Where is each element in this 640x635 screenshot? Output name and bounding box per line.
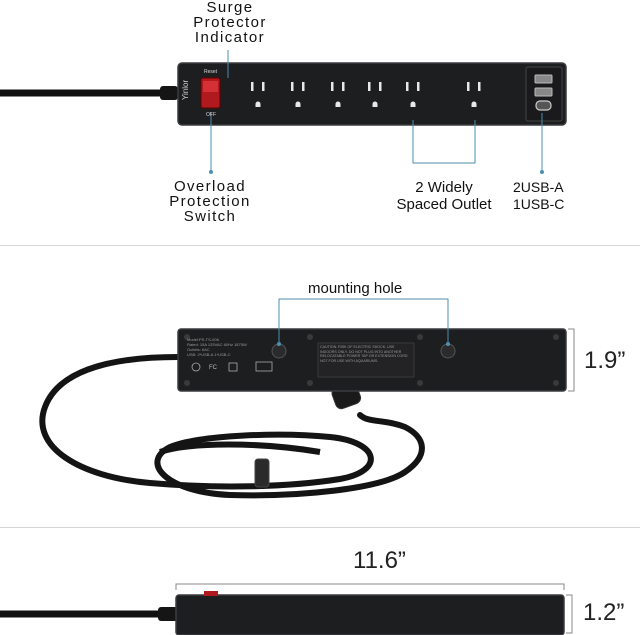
- strip-brand-logo: Yinlor: [181, 79, 190, 100]
- cert-mark-3: [228, 362, 238, 372]
- back-spec-text: Model:PS-TS-006 Rated: 15A 125VAC 60Hz 1…: [187, 337, 247, 357]
- height-dimension: 1.9”: [584, 347, 626, 374]
- ac-outlet: [406, 82, 420, 107]
- mounting-hole-leader: [278, 298, 449, 344]
- power-strip-side-body: [175, 594, 565, 635]
- overload-leader-dot: [209, 170, 213, 174]
- overload-label-line-1: Overload: [173, 178, 247, 195]
- power-strip-body: [177, 62, 567, 126]
- length-dimension: 11.6”: [353, 547, 406, 574]
- outlet-label-line-2: Spaced Outlet: [396, 196, 492, 213]
- ac-outlet: [368, 82, 382, 107]
- spaced-outlet-label: 2 Widely Spaced Outlet: [385, 179, 503, 213]
- screw: [307, 380, 313, 386]
- leader-dot-left: [277, 342, 281, 346]
- usb-leader-dot: [540, 170, 544, 174]
- surge-label-line-2: Protector: [193, 14, 267, 31]
- front-view-illustration: [0, 50, 567, 174]
- length-bracket: [175, 583, 565, 590]
- switch-rocker-top: [203, 81, 218, 92]
- surge-label-line-3: Indicator: [194, 29, 266, 46]
- caution-text: CAUTION: RISK OF ELECTRIC SHOCK. USE IND…: [320, 345, 409, 363]
- overload-label-line-3: Switch: [183, 208, 237, 225]
- cert-mark-fc: FC: [209, 365, 218, 371]
- overload-switch-label: Overload Protection Switch: [155, 179, 265, 224]
- cord-tie: [254, 458, 270, 488]
- usb-label-line-1: 2USB-A: [513, 179, 564, 195]
- height-bracket: [568, 328, 575, 392]
- screw: [553, 334, 559, 340]
- screw: [307, 334, 313, 340]
- ac-outlet: [251, 82, 265, 107]
- usb-a-port-2: [534, 87, 553, 97]
- thickness-dimension: 1.2”: [583, 599, 625, 626]
- surge-protector-label: Surge Protector Indicator: [180, 0, 280, 45]
- screw: [553, 380, 559, 386]
- screw: [417, 334, 423, 340]
- middle-panel-back-view: FC Model:PS-TS-006 Rated: 15A 125VAC 60H…: [0, 247, 640, 527]
- caution-label-area: [317, 342, 415, 378]
- cord-loops: [39, 354, 425, 499]
- surge-label-line-1: Surge: [206, 0, 254, 16]
- thickness-bracket: [566, 594, 573, 634]
- side-switch: [204, 591, 218, 596]
- reset-text: Reset: [204, 69, 218, 75]
- cert-mark-4: [255, 361, 273, 372]
- outlet-group: [251, 82, 481, 107]
- leader-dot-right: [446, 342, 450, 346]
- mounting-hole-right: [440, 343, 456, 359]
- outlet-label-line-1: 2 Widely: [415, 179, 473, 196]
- top-panel-front-view: Yinlor Reset OFF Surge Protector Indicat…: [0, 0, 640, 245]
- side-cord-relief: [158, 607, 178, 621]
- usb-ports-label: 2USB-A 1USB-C: [513, 179, 564, 213]
- cord-loop-inner: [159, 441, 321, 455]
- screw: [417, 380, 423, 386]
- overload-label-line-2: Protection: [169, 193, 251, 210]
- off-text: OFF: [206, 112, 216, 118]
- back-view-illustration: FC: [39, 298, 575, 499]
- usb-a-port-1: [534, 74, 553, 84]
- ac-outlet: [291, 82, 305, 107]
- cord-strain-relief: [160, 86, 178, 100]
- divider-1: [0, 245, 640, 246]
- ac-outlet: [331, 82, 345, 107]
- outlet-bracket-line: [412, 120, 476, 164]
- screw: [184, 334, 190, 340]
- screw: [184, 380, 190, 386]
- mounting-hole-label: mounting hole: [308, 280, 403, 297]
- divider-2: [0, 527, 640, 528]
- ac-outlet: [467, 82, 481, 107]
- bottom-panel-side-view: 11.6” 1.2”: [0, 529, 640, 635]
- usb-c-port: [535, 100, 552, 111]
- side-view-illustration: [0, 583, 573, 635]
- usb-label-line-2: 1USB-C: [513, 196, 565, 212]
- cert-mark-1: [191, 362, 201, 372]
